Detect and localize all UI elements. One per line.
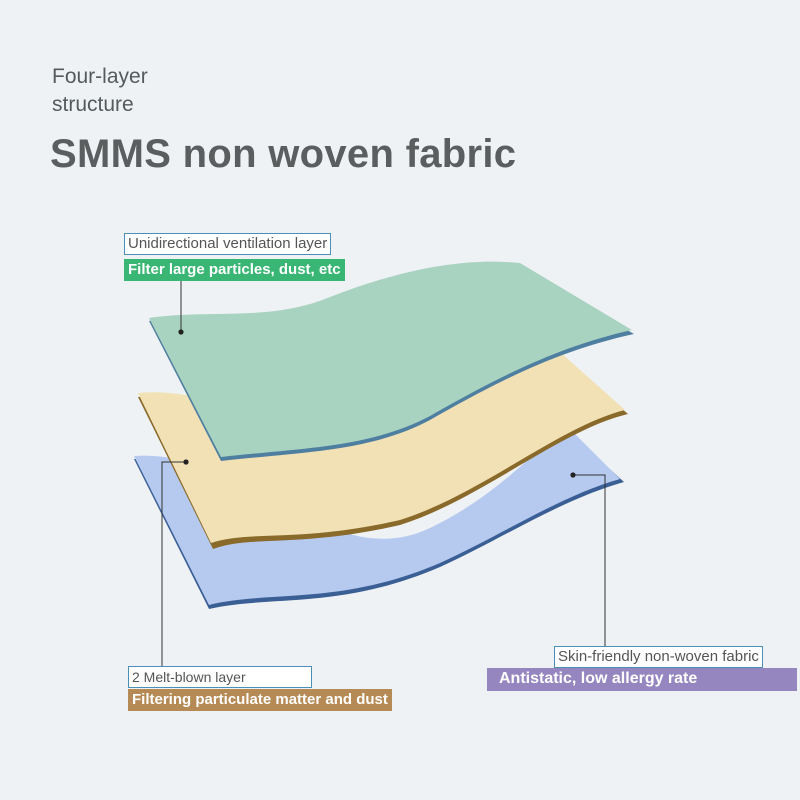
ventilation-layer-name: Unidirectional ventilation layer (124, 233, 332, 255)
subtitle-line-1: Four-layer (52, 65, 148, 88)
ventilation-layer-sheet (149, 261, 634, 461)
skin-friendly-layer-description: Antistatic, low allergy rate (487, 668, 797, 691)
melt-blown-layer-description: Filtering particulate matter and dust (128, 689, 392, 711)
page-title: SMMS non woven fabric (50, 132, 517, 176)
subtitle-line-2: structure (52, 93, 134, 116)
melt-blown-layer-name: 2 Melt-blown layer (128, 666, 312, 688)
leader-line-melt-blown (161, 461, 186, 666)
ventilation-layer-description: Filter large particles, dust, etc (124, 259, 345, 281)
skin-friendly-layer-sheet (134, 428, 624, 609)
leader-dot-ventilation (178, 329, 184, 335)
structure-subtitle: Four-layer structure (52, 63, 148, 119)
leader-dot-melt-blown (183, 459, 189, 465)
melt-blown-layer-sheet (138, 351, 628, 549)
leader-line-skin-friendly (573, 474, 606, 646)
skin-friendly-layer-name: Skin-friendly non-woven fabric (554, 646, 763, 668)
leader-dot-skin-friendly (570, 472, 576, 478)
